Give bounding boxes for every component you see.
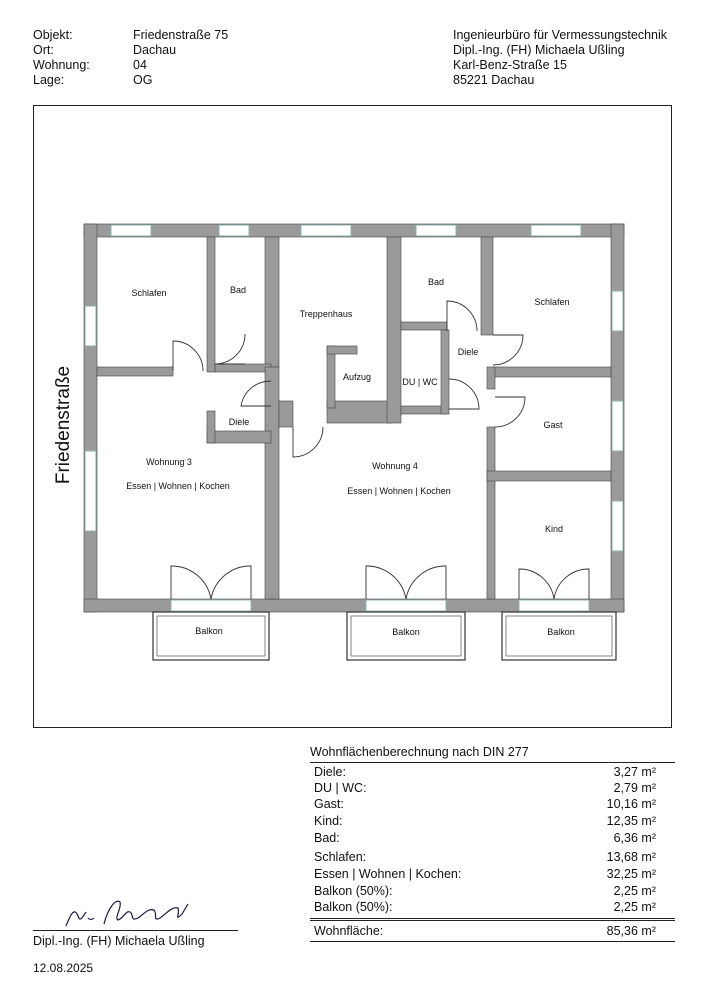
area-row-label: Balkon (50%): [314,884,393,898]
room-label-essen3: Essen | Wohnen | Kochen [126,481,230,491]
floor-key: Lage: [33,73,65,87]
area-row-label: Balkon (50%): [314,900,393,914]
room-label-wohnung3: Wohnung 3 [146,457,192,467]
room-label-gast: Gast [543,420,563,430]
area-total-row: Wohnfläche: 85,36 m² [314,924,656,938]
area-table-top-rule [310,762,675,763]
city-key: Ort: [33,43,54,57]
area-row-label: Schlafen: [314,850,367,864]
room-label-diele-left: Diele [229,417,250,427]
area-total-label: Wohnfläche: [314,924,384,938]
surveyor-info: Ingenieurbüro für Vermessungstechnik Dip… [453,28,667,88]
area-table-bottom-rule [310,941,675,942]
floor-plan-frame: Schlafen Bad Treppenhaus Aufzug Bad Schl… [33,105,672,728]
signature-name: Dipl.-Ing. (FH) Michaela Ußling [33,934,205,948]
area-row-value: 3,27 m² [613,765,656,779]
room-label-diele-right: Diele [458,347,479,357]
object-value: Friedenstraße 75 [133,28,229,42]
area-row-value: 6,36 m² [613,831,656,845]
surveyor-city: 85221 Dachau [453,73,535,87]
signature-image [65,900,189,927]
apartment-value: 04 [133,58,147,72]
floor-value: OG [133,73,153,87]
surveyor-office: Ingenieurbüro für Vermessungstechnik [453,28,668,42]
area-row-label: DU | WC: [314,781,367,795]
area-table-title: Wohnflächenberechnung nach DIN 277 [310,745,529,759]
room-label-wohnung4: Wohnung 4 [372,461,418,471]
area-row: Bad: 6,36 m² [314,831,656,845]
area-row-value: 2,79 m² [613,781,656,795]
area-row-label: Kind: [314,814,343,828]
floor-plan: Schlafen Bad Treppenhaus Aufzug Bad Schl… [53,223,625,661]
room-label-du-wc: DU | WC [402,377,438,387]
room-label-schlafen-right: Schlafen [534,297,569,307]
area-row: Gast: 10,16 m² [314,797,656,811]
area-row-label: Bad: [314,831,340,845]
area-row: Essen | Wohnen | Kochen: 32,25 m² [314,867,656,881]
area-total-value: 85,36 m² [606,924,656,938]
signature-line [33,930,238,931]
area-row-label: Diele: [314,765,346,779]
area-row-label: Gast: [314,797,344,811]
room-label-treppenhaus: Treppenhaus [300,309,353,319]
room-label-aufzug: Aufzug [343,372,371,382]
city-value: Dachau [133,43,177,57]
object-info: Objekt: Friedenstraße 75 Ort: Dachau Wohnu… [33,28,228,88]
area-row-value: 32,25 m² [606,867,656,881]
area-row-value: 13,68 m² [606,850,656,864]
surveyor-name: Dipl.-Ing. (FH) Michaela Ußling [453,43,625,57]
room-label-kind: Kind [545,524,563,534]
area-row: Kind: 12,35 m² [314,814,656,828]
room-label-bad-left: Bad [230,285,246,295]
area-row: DU | WC: 2,79 m² [314,781,656,795]
balconies [152,611,617,661]
area-row: Balkon (50%): 2,25 m² [314,884,656,898]
area-row: Schlafen: 13,68 m² [314,850,656,864]
street-label: Friedenstraße [53,366,74,484]
area-table-sum-rule [310,918,675,919]
area-row-value: 12,35 m² [606,814,656,828]
apartment-key: Wohnung: [33,58,90,72]
room-label-bad-right: Bad [428,277,444,287]
room-label-balkon-right: Balkon [547,627,575,637]
area-table-sum-rule-2 [310,920,675,921]
room-label-essen4: Essen | Wohnen | Kochen [347,486,451,496]
area-row-label: Essen | Wohnen | Kochen: [314,867,462,881]
signature-date: 12.08.2025 [33,961,94,975]
area-row: Balkon (50%): 2,25 m² [314,900,656,914]
room-label-schlafen-left: Schlafen [131,288,166,298]
surveyor-street: Karl-Benz-Straße 15 [453,58,567,72]
area-row-value: 2,25 m² [613,900,656,914]
doors [170,300,590,600]
windows [84,224,624,612]
area-row-value: 2,25 m² [613,884,656,898]
object-key: Objekt: [33,28,73,42]
area-row-value: 10,16 m² [606,797,656,811]
walls [83,223,625,613]
room-label-balkon-mid: Balkon [392,627,420,637]
room-label-balkon-left: Balkon [195,626,223,636]
area-row: Diele: 3,27 m² [314,765,656,779]
